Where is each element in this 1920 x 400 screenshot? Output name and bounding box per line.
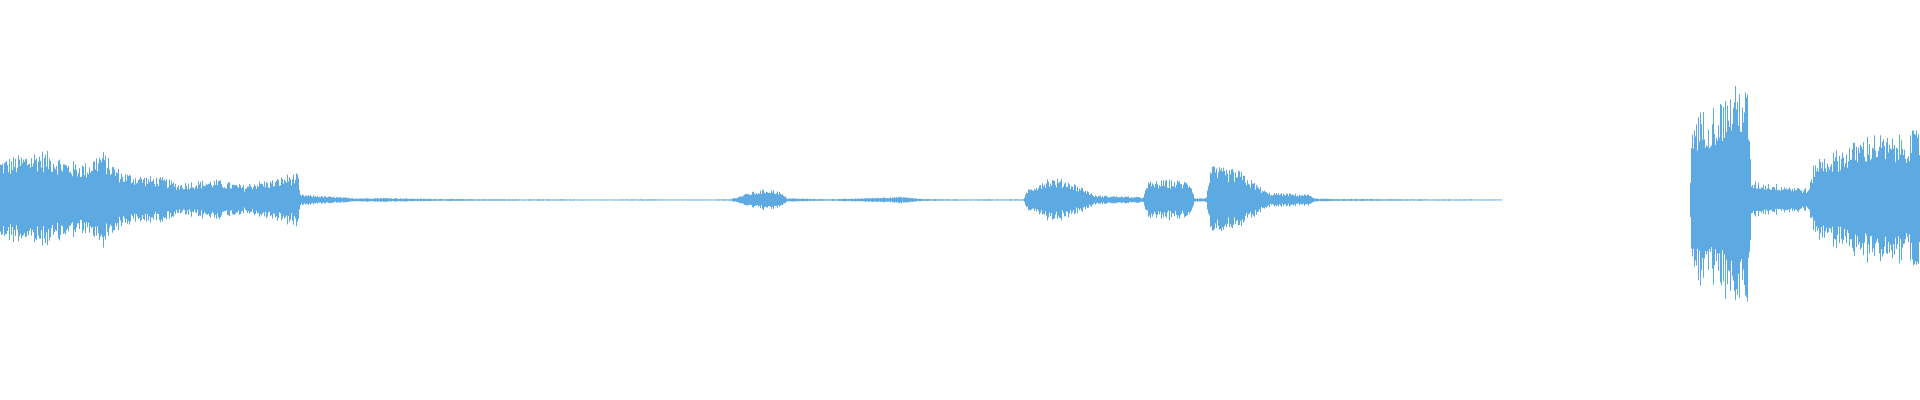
waveform-trace	[0, 86, 1920, 302]
